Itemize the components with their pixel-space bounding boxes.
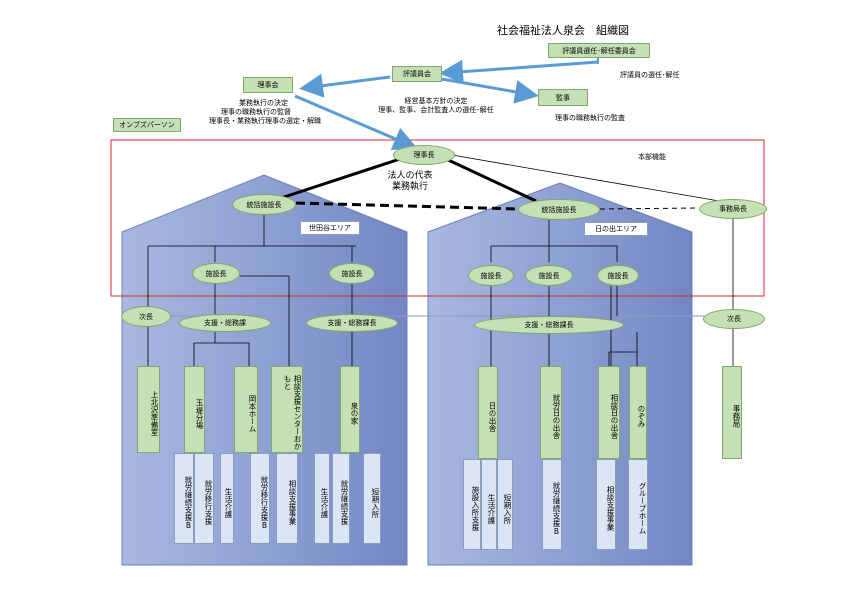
facility-okamoto: 岡本ホーム <box>234 366 258 453</box>
kanji-node: 監事 <box>538 89 588 106</box>
service-shuro-hinode-1: 就労継続支援B <box>542 459 562 550</box>
shisetsucho-right-3: 施設長 <box>597 265 639 286</box>
facility-izumi: 泉の家 <box>340 366 360 453</box>
rijikai-role-1: 業務執行の決定 <box>239 99 288 107</box>
page-title: 社会福祉法人泉会 組織図 <box>497 24 629 37</box>
service-okamoto-1: 生活介護 <box>220 453 234 544</box>
rijikai-node: 理事会 <box>243 77 293 93</box>
tokatsu-left-node: 統括施設長 <box>232 194 296 215</box>
rijicho-role: 法人の代表 業務執行 <box>386 171 434 193</box>
arrow-rijikai-to-rijicho <box>294 94 418 150</box>
service-okamoto-center-1: 相談支援事業 <box>276 453 298 544</box>
setagaya-area-label: 世田谷エリア <box>300 221 360 235</box>
rijicho-role-2: 業務執行 <box>391 182 428 192</box>
shien-left-2: 支援・総務課長 <box>306 314 398 332</box>
hyogiinkai-node: 評議員会 <box>392 66 442 82</box>
honbu-label: 本部機能 <box>638 153 666 161</box>
shisetsucho-right-2: 施設長 <box>525 265 573 286</box>
hyogiin-senin-committee: 評議員選任･解任委員会 <box>548 43 650 58</box>
arrow-senin-to-hyogiinkai <box>439 59 599 84</box>
service-nozomi-1: グループホーム <box>628 459 648 550</box>
service-tamazutsumi-1: 就労継続支援B <box>174 453 194 544</box>
line-rijicho-jimukyoku <box>451 154 726 203</box>
ombudsperson-node: オンブズパーソン <box>113 118 181 132</box>
shisetsucho-right-1: 施設長 <box>468 265 514 286</box>
facility-kamikitazawa: 上北沢準備室 <box>137 366 160 453</box>
shien-right-node: 支援・総務課長 <box>474 316 624 334</box>
hinode-tree-lines <box>490 218 734 366</box>
setagaya-tree-lines <box>147 212 356 366</box>
shisetsucho-left-1: 施設長 <box>192 263 240 284</box>
jicho-left-node: 次長 <box>121 306 171 327</box>
arrow-hyogiinkai-to-kanji <box>441 77 539 104</box>
kanji-role: 理事の職務執行の監査 <box>555 114 625 122</box>
facility-sodan-hinode: 相談日の出舎 <box>598 366 620 459</box>
arrow-hyogiinkai-to-rijikai <box>299 73 391 98</box>
facility-shuro-hinode: 就労日の出舎 <box>540 366 562 459</box>
shisetsucho-left-2: 施設長 <box>329 263 375 284</box>
facility-hinode: 日の出舎 <box>478 366 498 459</box>
service-hinode-3: 短期入所 <box>497 459 513 550</box>
rijikai-roles: 業務執行の決定 理事の職務執行の監督 理事長・業務執行理事の選定・解職 <box>209 99 329 126</box>
service-sodan-hinode-1: 相談支援事業 <box>596 459 616 550</box>
rijicho-node: 理事長 <box>393 145 455 165</box>
facility-okamoto-center: 相談支援センターおかもと <box>271 366 303 453</box>
hyogiinkai-roles: 経営基本方針の決定 理事、監事、会計監査人の選任･解任 <box>366 97 506 115</box>
service-okamoto-2: 就労移行支援B <box>250 453 270 544</box>
service-hinode-1: 施設入所支援 <box>463 459 481 550</box>
facility-jimukyoku: 事務局 <box>722 366 742 459</box>
service-hinode-2: 生活介護 <box>481 459 497 550</box>
rijikai-role-3: 理事長・業務執行理事の選定・解職 <box>209 117 321 125</box>
tokatsu-right-node: 統括施設長 <box>518 199 600 220</box>
line-rijicho-tokatsu-right <box>443 156 537 203</box>
dashed-tokatsu-left-right <box>295 201 519 211</box>
service-tamazutsumi-2: 就労移行支援 <box>194 453 214 544</box>
rijikai-role-2: 理事の職務執行の監督 <box>221 108 291 116</box>
service-izumi-3: 短期入所 <box>363 453 381 544</box>
facility-tamazutsumi: 玉堤分場 <box>184 366 205 453</box>
jicho-right-node: 次長 <box>703 309 765 329</box>
rijicho-role-1: 法人の代表 <box>387 171 433 181</box>
facility-nozomi: のぞみ <box>629 366 647 459</box>
shien-left-1: 支援・総務課 <box>179 314 271 332</box>
service-izumi-2: 就労継続支援 <box>332 453 350 544</box>
hyogiin-senin-role: 評議員の選任･解任 <box>620 71 680 79</box>
hyogiinkai-role-1: 経営基本方針の決定 <box>404 97 468 105</box>
jimukyokucho-node: 事務局長 <box>699 199 767 219</box>
hinode-area-label: 日の出エリア <box>584 222 648 236</box>
line-rijicho-tokatsu-left <box>274 156 404 202</box>
service-izumi-1: 生活介護 <box>314 453 330 544</box>
dashed-tokatsu-right-jimukyoku <box>599 207 700 210</box>
hyogiinkai-role-2: 理事、監事、会計監査人の選任･解任 <box>378 106 494 114</box>
headquarters-frame <box>110 139 765 297</box>
